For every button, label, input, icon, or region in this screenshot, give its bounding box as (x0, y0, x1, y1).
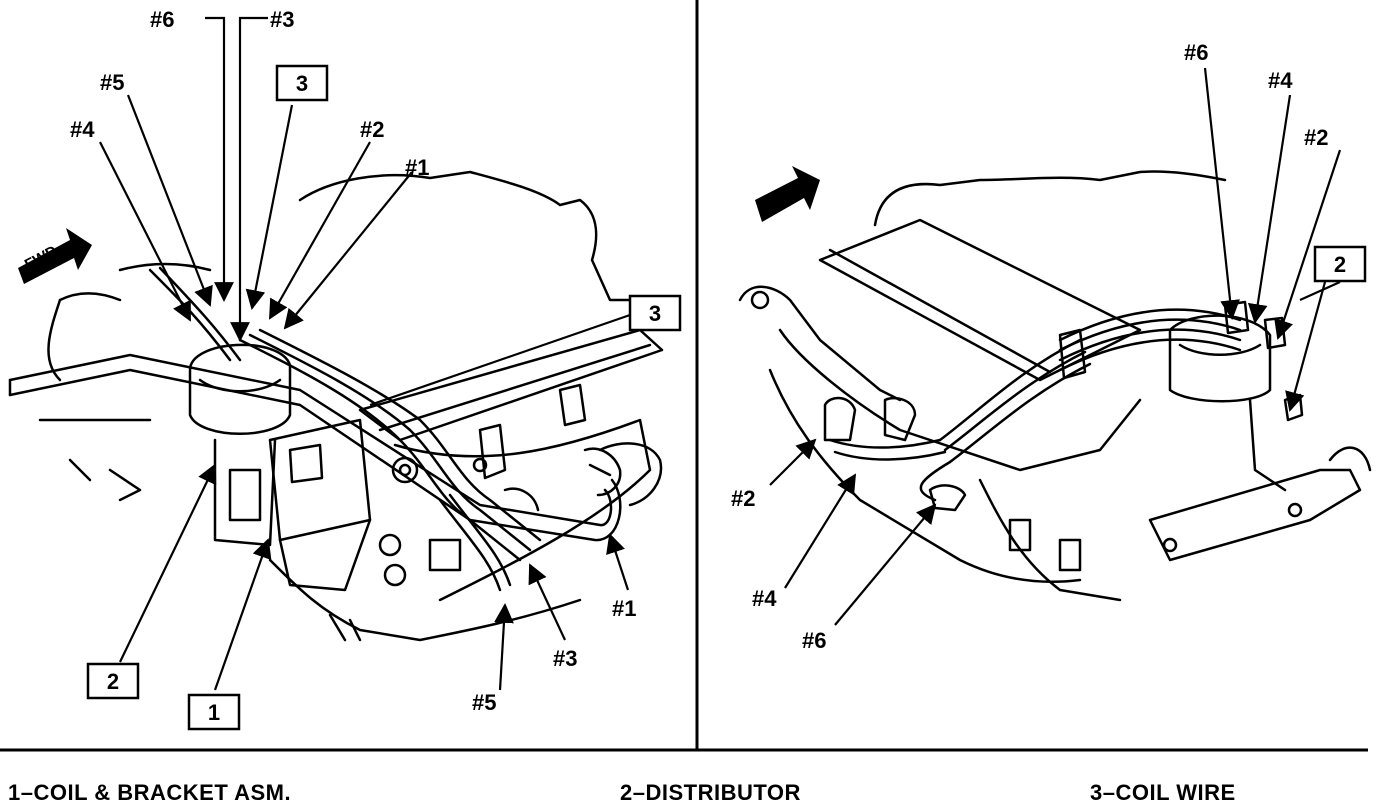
left-box-coil-wire-right: 3 (628, 294, 682, 332)
left-callout-bottom-3: #3 (553, 646, 577, 671)
left-fwd-arrow: FWD (18, 228, 92, 284)
right-callout-bottom-4: #4 (752, 586, 777, 611)
right-fwd-arrow: FWD (755, 166, 820, 222)
right-engine-drawing (738, 170, 1372, 602)
left-leader-lines (99, 16, 631, 691)
left-callout-top-3: #3 (270, 7, 294, 32)
right-callout-top-6: #6 (1184, 40, 1208, 65)
legend-coil-bracket: 1–COIL & BRACKET ASM. (8, 780, 292, 805)
left-callout-top-1: #1 (405, 155, 429, 180)
left-callout-top-6: #6 (150, 7, 174, 32)
left-callout-top-4: #4 (70, 117, 95, 142)
right-callout-top-4: #4 (1268, 68, 1293, 93)
right-leader-lines (769, 67, 1342, 626)
box-number: 2 (107, 669, 119, 694)
left-engine-drawing (8, 170, 664, 642)
right-box-distributor: 2 (1313, 245, 1367, 283)
legend-coil-wire: 3–COIL WIRE (1090, 780, 1236, 805)
left-box-coil-wire-top: 3 (275, 64, 329, 102)
box-number: 3 (296, 71, 308, 96)
left-box-coil-bracket: 1 (187, 693, 241, 731)
right-callout-bottom-6: #6 (802, 628, 826, 653)
legend-distributor: 2–DISTRIBUTOR (620, 780, 801, 805)
right-callout-top-2: #2 (1304, 125, 1328, 150)
left-callout-bottom-1: #1 (612, 596, 636, 621)
box-number: 2 (1334, 252, 1346, 277)
box-number: 3 (649, 301, 661, 326)
frame-lines (0, 0, 1368, 752)
left-callout-top-5: #5 (100, 70, 124, 95)
left-callout-bottom-5: #5 (472, 690, 496, 715)
box-number: 1 (208, 700, 220, 725)
left-box-distributor: 2 (86, 662, 140, 700)
left-callout-top-2: #2 (360, 117, 384, 142)
right-callout-bottom-2: #2 (731, 486, 755, 511)
